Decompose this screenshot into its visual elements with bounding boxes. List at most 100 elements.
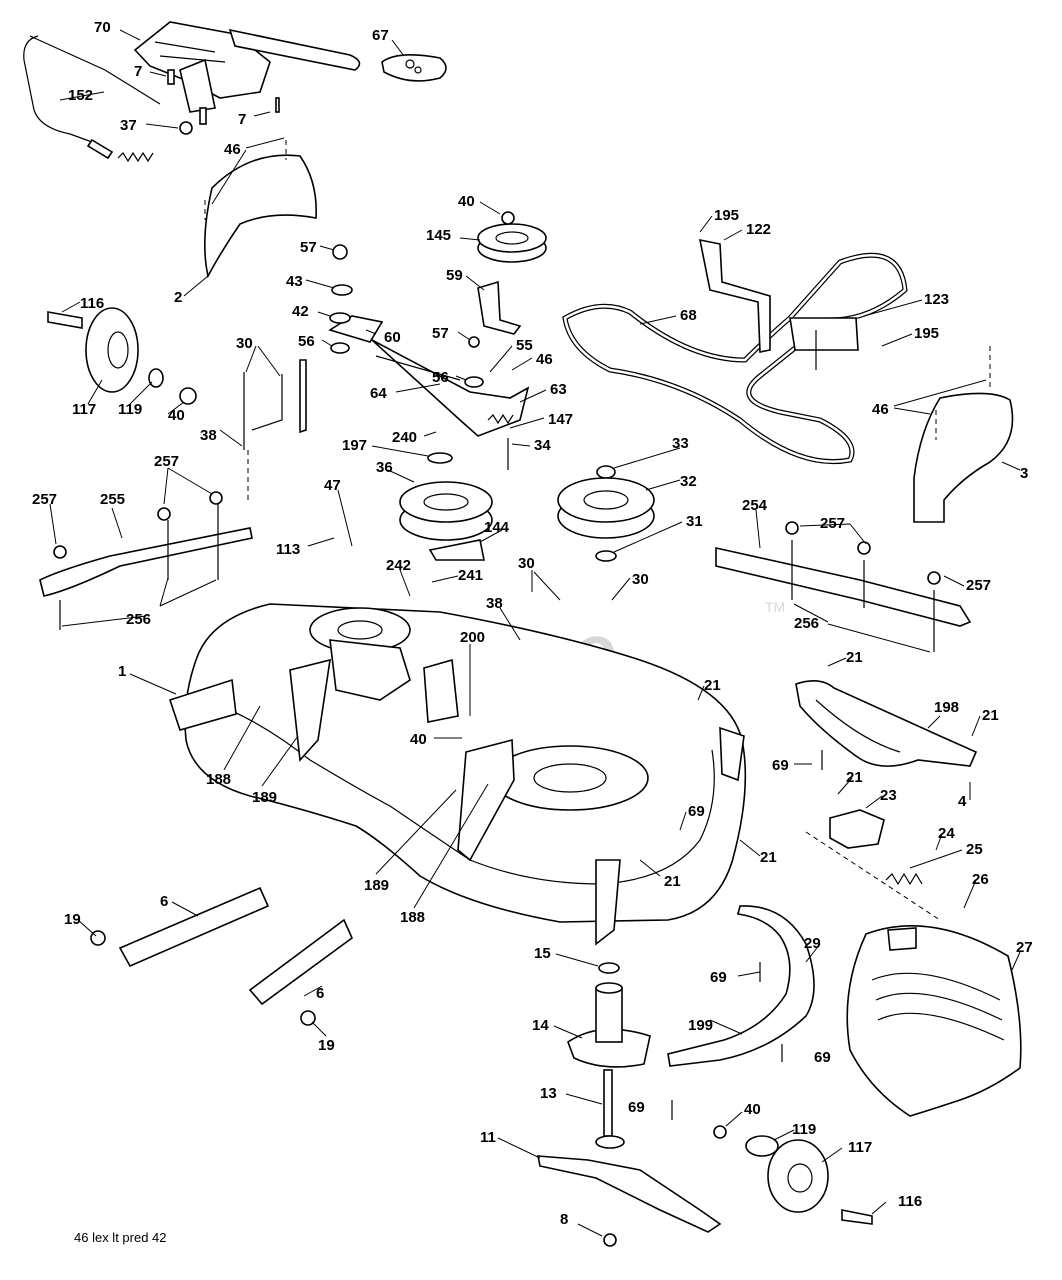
callout-46: 46 [872,401,889,418]
callout-21: 21 [982,707,999,724]
part-pulley-32 [557,477,655,562]
callout-147: 147 [548,411,573,428]
callout-242: 242 [386,557,411,574]
part-rods-30-38a [243,359,307,500]
part-gauge-wheel-117b [713,1125,873,1225]
callout-59: 59 [446,267,463,284]
callout-46: 46 [536,351,553,368]
callout-25: 25 [966,841,983,858]
callout-188: 188 [206,771,231,788]
callout-1: 1 [118,663,126,680]
callout-43: 43 [286,273,303,290]
callout-23: 23 [880,787,897,804]
callout-36: 36 [376,459,393,476]
callout-197: 197 [342,437,367,454]
part-mower-deck [168,603,747,946]
callout-189: 189 [252,789,277,806]
callout-254: 254 [742,497,768,514]
callout-47: 47 [324,477,341,494]
callout-257: 257 [32,491,57,508]
callout-257: 257 [820,515,845,532]
callout-57: 57 [300,239,317,256]
callout-117: 117 [848,1139,872,1156]
callout-21: 21 [846,769,863,786]
callout-257: 257 [154,453,179,470]
part-idler-pulley-145 [477,223,547,263]
callout-6: 6 [160,893,168,910]
callout-60: 60 [384,329,401,346]
watermark-tm: TM [765,599,785,615]
callout-70: 70 [94,19,111,36]
part-belt-68 [562,252,908,465]
callout-56: 56 [298,333,315,350]
callout-27: 27 [1016,939,1033,956]
callout-69: 69 [710,969,727,986]
callout-labels: 70 67 152 7 7 37 46 2 57 43 42 60 56 64 … [32,19,1033,1228]
callout-145: 145 [426,227,451,244]
callout-67: 67 [372,27,389,44]
callout-29: 29 [804,935,821,952]
callout-26: 26 [972,871,989,888]
callout-38: 38 [200,427,217,444]
callout-3: 3 [1020,465,1028,482]
callout-195: 195 [914,325,939,342]
callout-57: 57 [432,325,449,342]
part-baffle-254 [715,521,972,652]
callout-116: 116 [898,1193,922,1210]
callout-64: 64 [370,385,387,402]
callout-21: 21 [664,873,681,890]
callout-63: 63 [550,381,567,398]
callout-40: 40 [458,193,475,210]
callout-19: 19 [318,1037,335,1054]
part-arm-6a [90,886,270,968]
callout-122: 122 [746,221,771,238]
callout-257: 257 [966,577,991,594]
part-hardware-7-37 [167,69,280,135]
callout-200: 200 [460,629,485,646]
callout-8: 8 [560,1211,568,1228]
callout-14: 14 [532,1017,549,1034]
part-bracket-59 [477,280,522,335]
part-arm-6b [248,918,353,1026]
part-deflector-198 [795,680,978,767]
callout-241: 241 [458,567,483,584]
part-handle-assembly [133,21,361,125]
callout-7: 7 [134,63,142,80]
callout-21: 21 [760,849,777,866]
part-discharge-chute-27 [846,925,1022,1117]
callout-117: 117 [72,401,96,418]
part-belt-guard-3 [913,346,1014,523]
callout-11: 11 [480,1129,496,1146]
callout-152: 152 [68,87,93,104]
leader-lines [49,29,1021,1237]
callout-19: 19 [64,911,81,928]
callout-55: 55 [516,337,533,354]
callout-24: 24 [938,825,955,842]
callout-37: 37 [120,117,137,134]
callout-123: 123 [924,291,949,308]
part-spindle-14 [567,962,651,1149]
callout-42: 42 [292,303,309,320]
part-hardware-57-43-42-56 [329,211,515,470]
callout-116: 116 [80,295,104,312]
callout-32: 32 [680,473,697,490]
callout-33: 33 [672,435,689,452]
callout-119: 119 [118,401,142,418]
callout-2: 2 [174,289,182,306]
part-knob-67 [381,54,447,82]
callout-4: 4 [958,793,967,810]
callout-7: 7 [238,111,246,128]
callout-15: 15 [534,945,551,962]
callout-13: 13 [540,1085,557,1102]
part-bracket-144 [428,539,485,561]
callout-40: 40 [410,731,427,748]
part-gauge-wheel-117a [47,307,197,405]
callout-69: 69 [814,1049,831,1066]
callout-30: 30 [236,335,253,352]
callout-144: 144 [484,519,510,536]
part-baffle-255 [39,491,253,630]
callout-240: 240 [392,429,417,446]
callout-69: 69 [628,1099,645,1116]
callout-199: 199 [688,1017,713,1034]
callout-21: 21 [704,677,721,694]
